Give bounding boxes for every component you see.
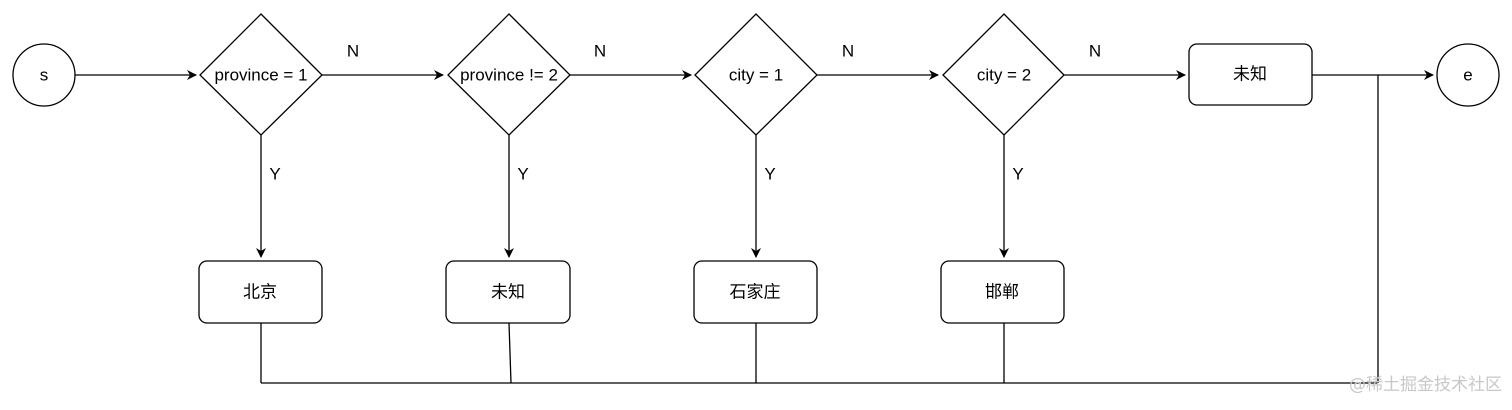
fallback-node: 未知 bbox=[1188, 43, 1313, 106]
result-node-1-label: 北京 bbox=[243, 283, 277, 302]
decision-node-1-label: province = 1 bbox=[214, 66, 307, 85]
result-node-4-label: 邯郸 bbox=[985, 283, 1019, 302]
watermark: @稀土掘金技术社区 bbox=[1349, 375, 1502, 395]
no-label-1: N bbox=[347, 42, 359, 61]
result-node-1: 北京 bbox=[198, 260, 323, 324]
edge-result-2-down bbox=[508, 322, 512, 384]
result-node-4: 邯郸 bbox=[940, 260, 1065, 324]
yes-label-1: Y bbox=[269, 165, 280, 184]
end-node: e bbox=[1436, 43, 1500, 107]
fallback-node-label: 未知 bbox=[1233, 65, 1267, 84]
decision-node-2-label: province != 2 bbox=[460, 66, 558, 85]
result-node-3-label: 石家庄 bbox=[730, 283, 781, 302]
start-node-label: s bbox=[40, 66, 49, 85]
decision-node-1: province = 1 bbox=[199, 13, 323, 136]
start-node: s bbox=[12, 43, 76, 107]
result-node-2-label: 未知 bbox=[491, 283, 525, 302]
end-node-label: e bbox=[1463, 66, 1472, 85]
no-label-3: N bbox=[842, 42, 854, 61]
yes-label-4: Y bbox=[1012, 165, 1023, 184]
no-label-2: N bbox=[594, 42, 606, 61]
no-label-4: N bbox=[1089, 42, 1101, 61]
decision-node-3-label: city = 1 bbox=[729, 66, 783, 85]
decision-node-2: province != 2 bbox=[447, 13, 571, 136]
connectors bbox=[75, 70, 1434, 384]
decision-node-4: city = 2 bbox=[942, 13, 1065, 136]
yes-label-2: Y bbox=[517, 165, 528, 184]
edge-labels: N N N N Y Y Y Y bbox=[269, 42, 1101, 184]
yes-label-3: Y bbox=[764, 165, 775, 184]
result-node-2: 未知 bbox=[445, 260, 571, 324]
decision-node-4-label: city = 2 bbox=[977, 66, 1031, 85]
decision-node-3: city = 1 bbox=[694, 13, 818, 136]
result-node-3: 石家庄 bbox=[693, 260, 818, 324]
